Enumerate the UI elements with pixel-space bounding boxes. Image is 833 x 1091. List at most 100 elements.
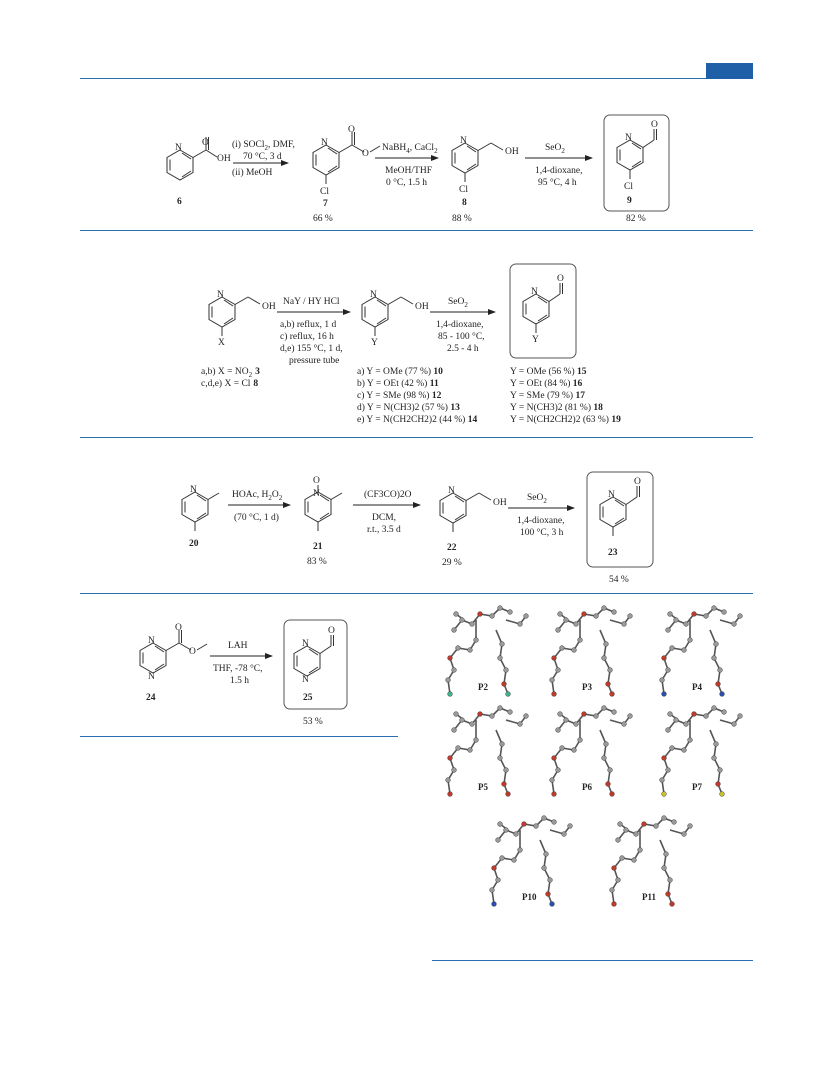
scheme-3: N 20 HOAc, H2O2 (70 °C, 1 d) O N 21 83 %… bbox=[181, 471, 654, 585]
atom-sphere bbox=[467, 647, 473, 653]
compound-6-label: 6 bbox=[177, 197, 182, 207]
compound-9-structure bbox=[616, 129, 657, 179]
atom-sphere bbox=[555, 667, 561, 673]
atom-sphere bbox=[703, 713, 709, 719]
atom-sphere bbox=[687, 737, 693, 743]
atom-n: N bbox=[370, 290, 377, 300]
rule-scheme2 bbox=[80, 437, 753, 439]
yield-22: 29 % bbox=[442, 558, 462, 568]
cond-2-line-1: NaBH4, CaCl2 bbox=[382, 143, 438, 155]
atom-sphere bbox=[665, 767, 671, 773]
atom-sphere bbox=[611, 865, 617, 871]
atom-sphere bbox=[605, 781, 611, 787]
atom-sphere bbox=[499, 741, 505, 747]
compound-8-label: 8 bbox=[462, 198, 467, 208]
atom-sphere bbox=[665, 727, 671, 733]
atom-sphere bbox=[503, 667, 509, 673]
atom-sphere bbox=[477, 611, 483, 617]
atom-sphere bbox=[551, 791, 557, 797]
crystal-P11: P11 bbox=[609, 815, 693, 907]
atom-sphere bbox=[557, 611, 563, 617]
atom-sphere bbox=[447, 791, 453, 797]
crystal-label: P4 bbox=[692, 682, 702, 692]
compound-22-structure bbox=[439, 492, 492, 532]
cond-4-line-3: c) reflux, 16 h bbox=[280, 331, 334, 342]
atom-sphere bbox=[687, 823, 693, 829]
atom-sphere bbox=[473, 637, 479, 643]
atom-cl: Cl bbox=[320, 187, 329, 197]
alcohol-row: c) Y = SMe (98 %) 12 bbox=[357, 390, 442, 401]
atom-sphere bbox=[633, 831, 639, 837]
cond-4-line-1: NaY / HY HCl bbox=[283, 297, 340, 307]
yield-7: 66 % bbox=[313, 214, 333, 224]
atom-sphere bbox=[717, 667, 723, 673]
atom-sphere bbox=[451, 767, 457, 773]
atom-sphere bbox=[489, 887, 495, 893]
atom-sphere bbox=[499, 641, 505, 647]
atom-sphere bbox=[563, 617, 569, 623]
atom-sphere bbox=[711, 705, 717, 711]
atom-sphere bbox=[503, 767, 509, 773]
atom-sphere bbox=[501, 781, 507, 787]
cond-2-line-3: 0 °C, 1.5 h bbox=[386, 177, 427, 188]
cond-5-line-3: 85 - 100 °C, bbox=[438, 331, 485, 342]
product-box-25 bbox=[283, 619, 348, 710]
cond-3-line-3: 95 °C, 4 h bbox=[538, 177, 577, 188]
cond-5-line-1: SeO2 bbox=[448, 297, 468, 309]
atom-sphere bbox=[517, 847, 523, 853]
atom-sphere bbox=[661, 815, 667, 821]
crystal-label: P5 bbox=[478, 782, 488, 792]
atom-sphere bbox=[445, 777, 451, 783]
atom-sphere bbox=[713, 741, 719, 747]
atom-sphere bbox=[737, 713, 743, 719]
aldehyde-row: Y = OEt (84 %) 16 bbox=[510, 378, 583, 389]
atom-sphere bbox=[617, 821, 623, 827]
aldehyde-list: Y = OMe (56 %) 15Y = OEt (84 %) 16Y = SM… bbox=[510, 366, 621, 425]
compound-25-structure bbox=[293, 635, 334, 677]
aldehyde-row: Y = SMe (79 %) 17 bbox=[510, 390, 585, 401]
aldehyde-row: Y = N(CH2CH2)2 (63 %) 19 bbox=[510, 414, 621, 425]
crystal-P6: P6 bbox=[549, 705, 633, 797]
cond-9-line-1: LAH bbox=[228, 641, 248, 651]
atom-sphere bbox=[673, 717, 679, 723]
crystal-P5: P5 bbox=[445, 705, 529, 797]
atom-n: N bbox=[217, 290, 224, 300]
atom-n: N bbox=[625, 133, 632, 143]
atom-sphere bbox=[507, 609, 513, 615]
atom-sphere bbox=[451, 627, 457, 633]
cond-8-line-2: 1,4-dioxane, bbox=[517, 516, 565, 526]
atom-sphere bbox=[665, 891, 671, 897]
atom-sphere bbox=[451, 727, 457, 733]
atom-sphere bbox=[667, 611, 673, 617]
rule-scheme4 bbox=[80, 736, 398, 738]
atom-sphere bbox=[451, 667, 457, 673]
atom-n: N bbox=[148, 672, 155, 682]
atom-sphere bbox=[447, 755, 453, 761]
compound-9-label: 9 bbox=[627, 196, 632, 206]
atom-sphere bbox=[715, 781, 721, 787]
atom-cl: Cl bbox=[624, 182, 633, 192]
atom-sphere bbox=[547, 877, 553, 883]
crystal-P3: P3 bbox=[549, 605, 633, 697]
yield-8: 88 % bbox=[452, 214, 472, 224]
atom-sphere bbox=[489, 613, 495, 619]
atom-sphere bbox=[459, 617, 465, 623]
atom-sphere bbox=[543, 851, 549, 857]
crystal-label: P3 bbox=[582, 682, 592, 692]
cond-7-line-3: r.t., 3.5 d bbox=[367, 525, 401, 535]
atom-sphere bbox=[621, 721, 627, 727]
aldehyde-row: Y = OMe (56 %) 15 bbox=[510, 366, 587, 377]
atom-sphere bbox=[603, 641, 609, 647]
yield-25: 53 % bbox=[303, 717, 323, 727]
atom-sphere bbox=[473, 737, 479, 743]
atom-sphere bbox=[603, 741, 609, 747]
atom-sphere bbox=[495, 837, 501, 843]
atom-sphere bbox=[623, 827, 629, 833]
atom-sphere bbox=[491, 865, 497, 871]
cond-7-line-1: (CF3CO)2O bbox=[364, 489, 412, 500]
atom-sphere bbox=[601, 705, 607, 711]
product-box-15-19 bbox=[509, 263, 577, 359]
atom-sphere bbox=[567, 823, 573, 829]
atom-n: N bbox=[175, 143, 182, 153]
